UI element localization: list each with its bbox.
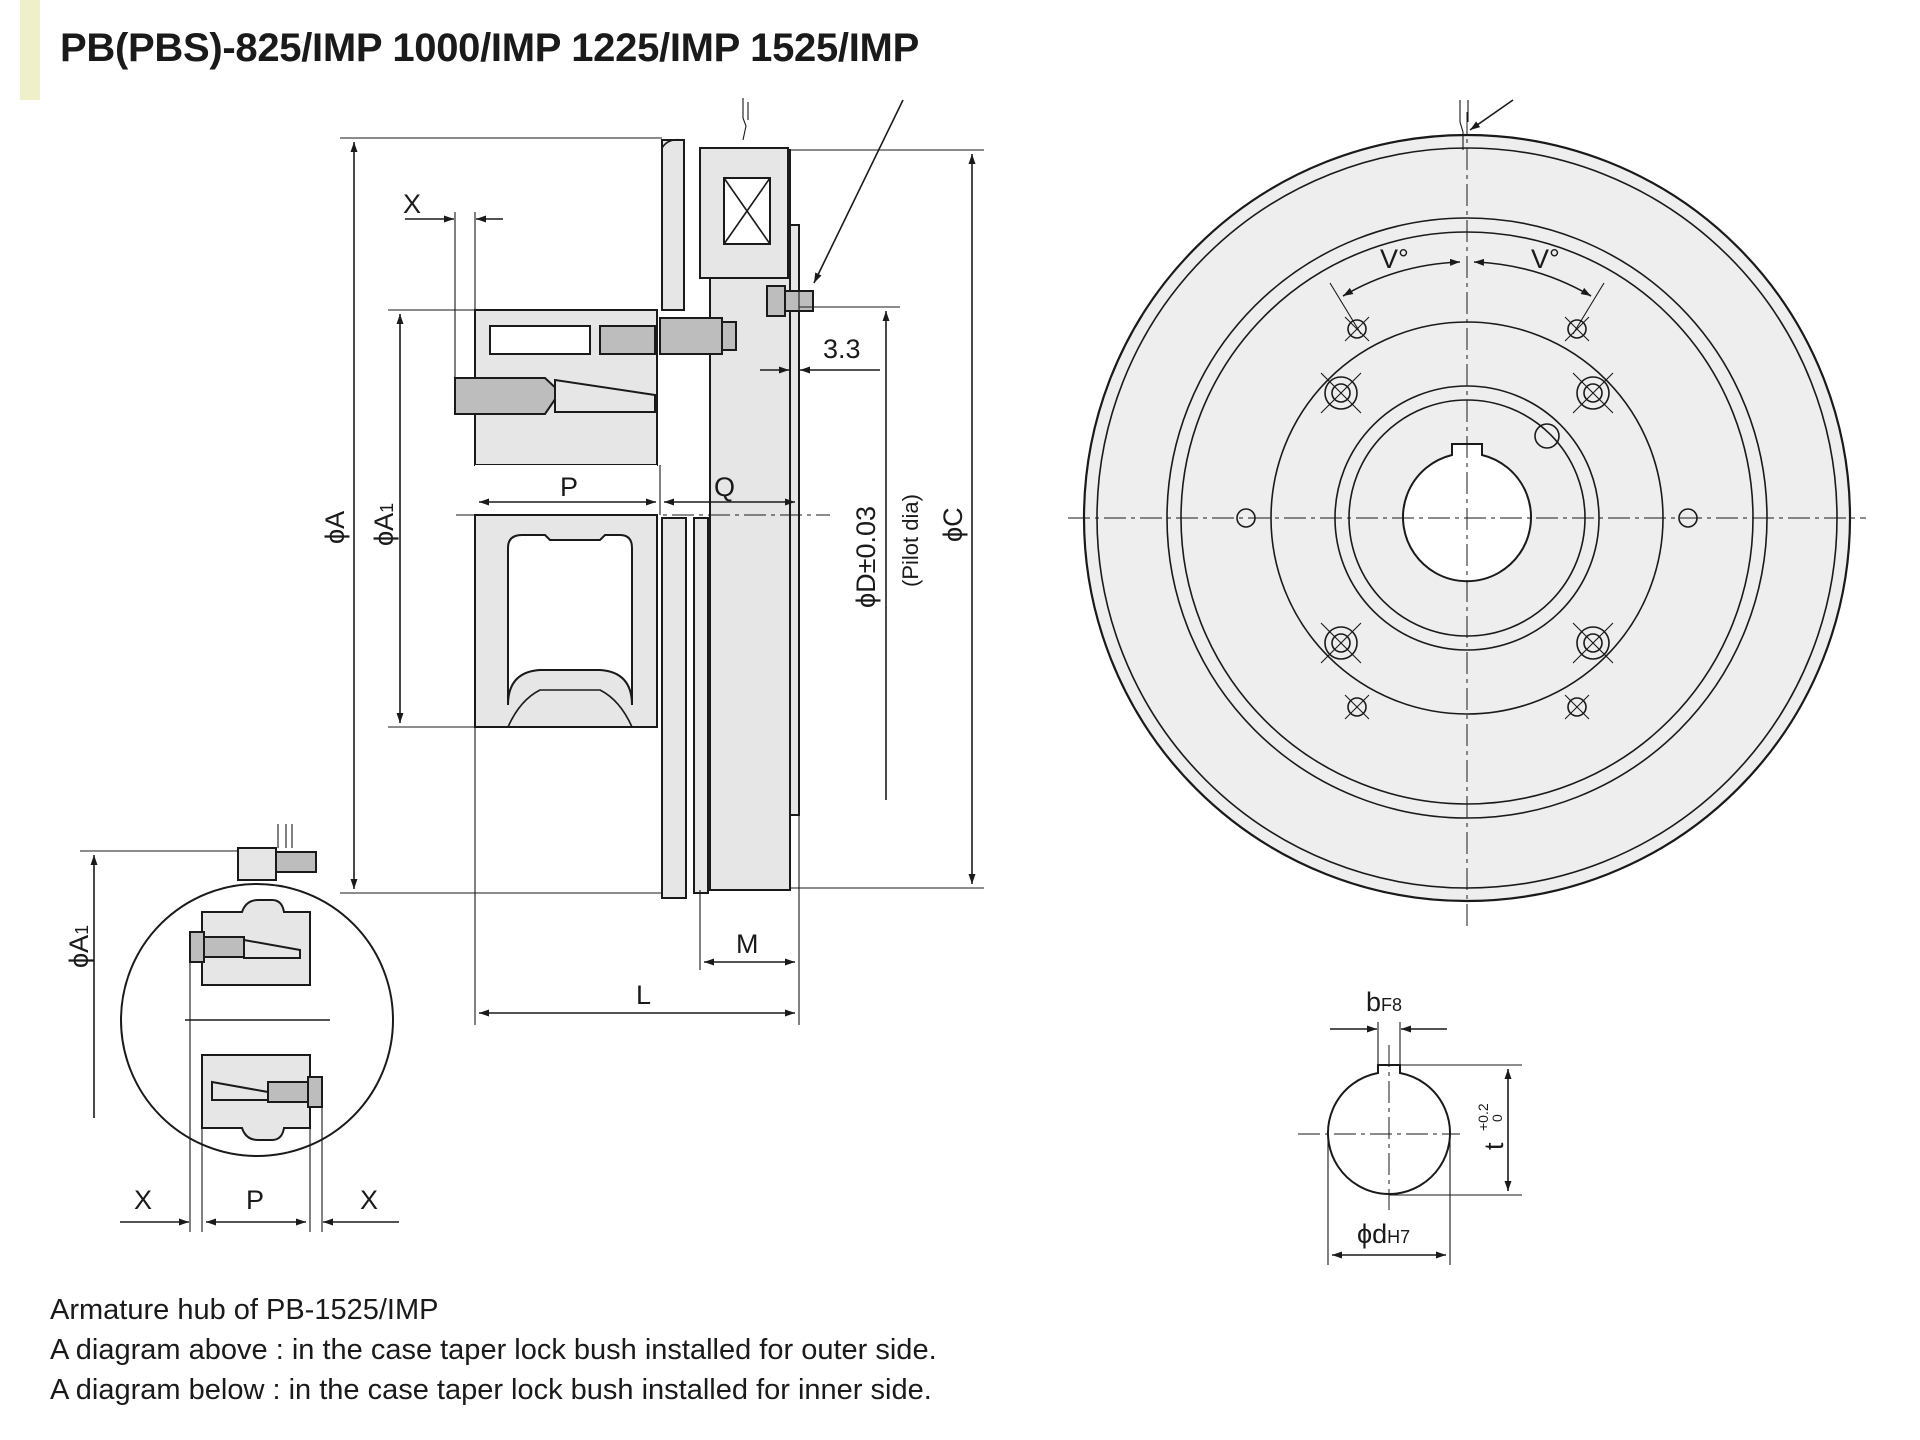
- dim-d-small: d: [1372, 1219, 1387, 1249]
- dim-b-tolerance: F8: [1381, 995, 1402, 1015]
- dim-d-tolerance: ±0.03: [851, 506, 881, 573]
- set-screw: [766, 285, 786, 317]
- note-diagram-above: A diagram above : in the case taper lock…: [50, 1334, 937, 1366]
- dim-q: Q: [714, 472, 735, 502]
- note-diagram-below: A diagram below : in the case taper lock…: [50, 1374, 932, 1406]
- keyway-detail: bF8 t +0.2 0 ϕdH7: [1298, 987, 1522, 1265]
- phi-a-symbol: ϕ: [320, 529, 350, 544]
- inset-dim-x-left: X: [134, 1185, 152, 1215]
- dim-p: P: [560, 472, 578, 502]
- svg-text:ϕdH7: ϕdH7: [1357, 1219, 1410, 1249]
- dim-a: A: [320, 511, 350, 529]
- phi-a1-symbol: ϕ: [369, 531, 399, 546]
- phi-d-small-symbol: ϕ: [1357, 1219, 1372, 1249]
- dim-a1: A: [369, 513, 399, 531]
- phi-c-symbol: ϕ: [938, 527, 968, 542]
- note-hub: Armature hub of PB-1525/IMP: [50, 1294, 439, 1326]
- bolt-top: [489, 325, 591, 355]
- inset-dim-a1-sub: 1: [72, 925, 92, 935]
- dim-t-lower-tol: 0: [1489, 1114, 1505, 1122]
- front-view: V° V°: [1068, 99, 1866, 930]
- bolt-holes: [1236, 316, 1698, 720]
- flange-step: [789, 224, 800, 816]
- dim-v-left: V°: [1380, 244, 1409, 274]
- svg-text:ϕC: ϕC: [938, 507, 968, 542]
- dim-m: M: [736, 929, 759, 959]
- svg-text:ϕD±0.03: ϕD±0.03: [851, 506, 881, 608]
- inset-phi-a1-symbol: ϕ: [64, 953, 94, 968]
- dim-a1-sub: 1: [377, 503, 397, 513]
- notes: Armature hub of PB-1525/IMP A diagram ab…: [50, 1290, 937, 1410]
- dim-t: t: [1479, 1142, 1509, 1150]
- title-accent-bar: [20, 0, 40, 100]
- inset-dim-x-right: X: [360, 1185, 378, 1215]
- armature-plate: [661, 517, 687, 899]
- dim-gap-3-3: 3.3: [823, 334, 861, 364]
- dim-t-upper-tol: +0.2: [1475, 1103, 1491, 1131]
- dim-v-right: V°: [1531, 244, 1560, 274]
- field-housing: [699, 147, 789, 279]
- mount-bolt: [659, 317, 723, 355]
- side-dimensions: [340, 99, 984, 1025]
- dim-d: D: [851, 573, 881, 593]
- friction-plate: [693, 517, 709, 894]
- inset-dim-a1: A: [64, 935, 94, 953]
- inset-dim-p: P: [246, 1185, 264, 1215]
- dim-d-small-tolerance: H7: [1387, 1227, 1410, 1247]
- pilot-dia-label: (Pilot dia): [898, 494, 923, 587]
- svg-text:bF8: bF8: [1366, 987, 1402, 1017]
- dim-c: C: [938, 507, 968, 527]
- armature-upper: [661, 139, 685, 311]
- phi-d-symbol: ϕ: [851, 593, 881, 608]
- inset-detail: ϕA1 X P X: [64, 824, 399, 1232]
- side-view: [454, 98, 830, 899]
- svg-text:ϕA1: ϕA1: [64, 925, 94, 968]
- dim-b: b: [1366, 987, 1381, 1017]
- taper-lock-screw: [454, 377, 562, 415]
- svg-text:ϕA: ϕA: [320, 511, 350, 544]
- dim-l: L: [636, 980, 651, 1010]
- page-title: PB(PBS)-825/IMP 1000/IMP 1225/IMP 1525/I…: [60, 26, 919, 70]
- svg-text:ϕA1: ϕA1: [369, 503, 399, 546]
- side-labels: X P Q 3.3 M L ϕA ϕA1 ϕD±0.03 (Pilot dia)…: [320, 189, 968, 1010]
- dim-x-top: X: [403, 189, 421, 219]
